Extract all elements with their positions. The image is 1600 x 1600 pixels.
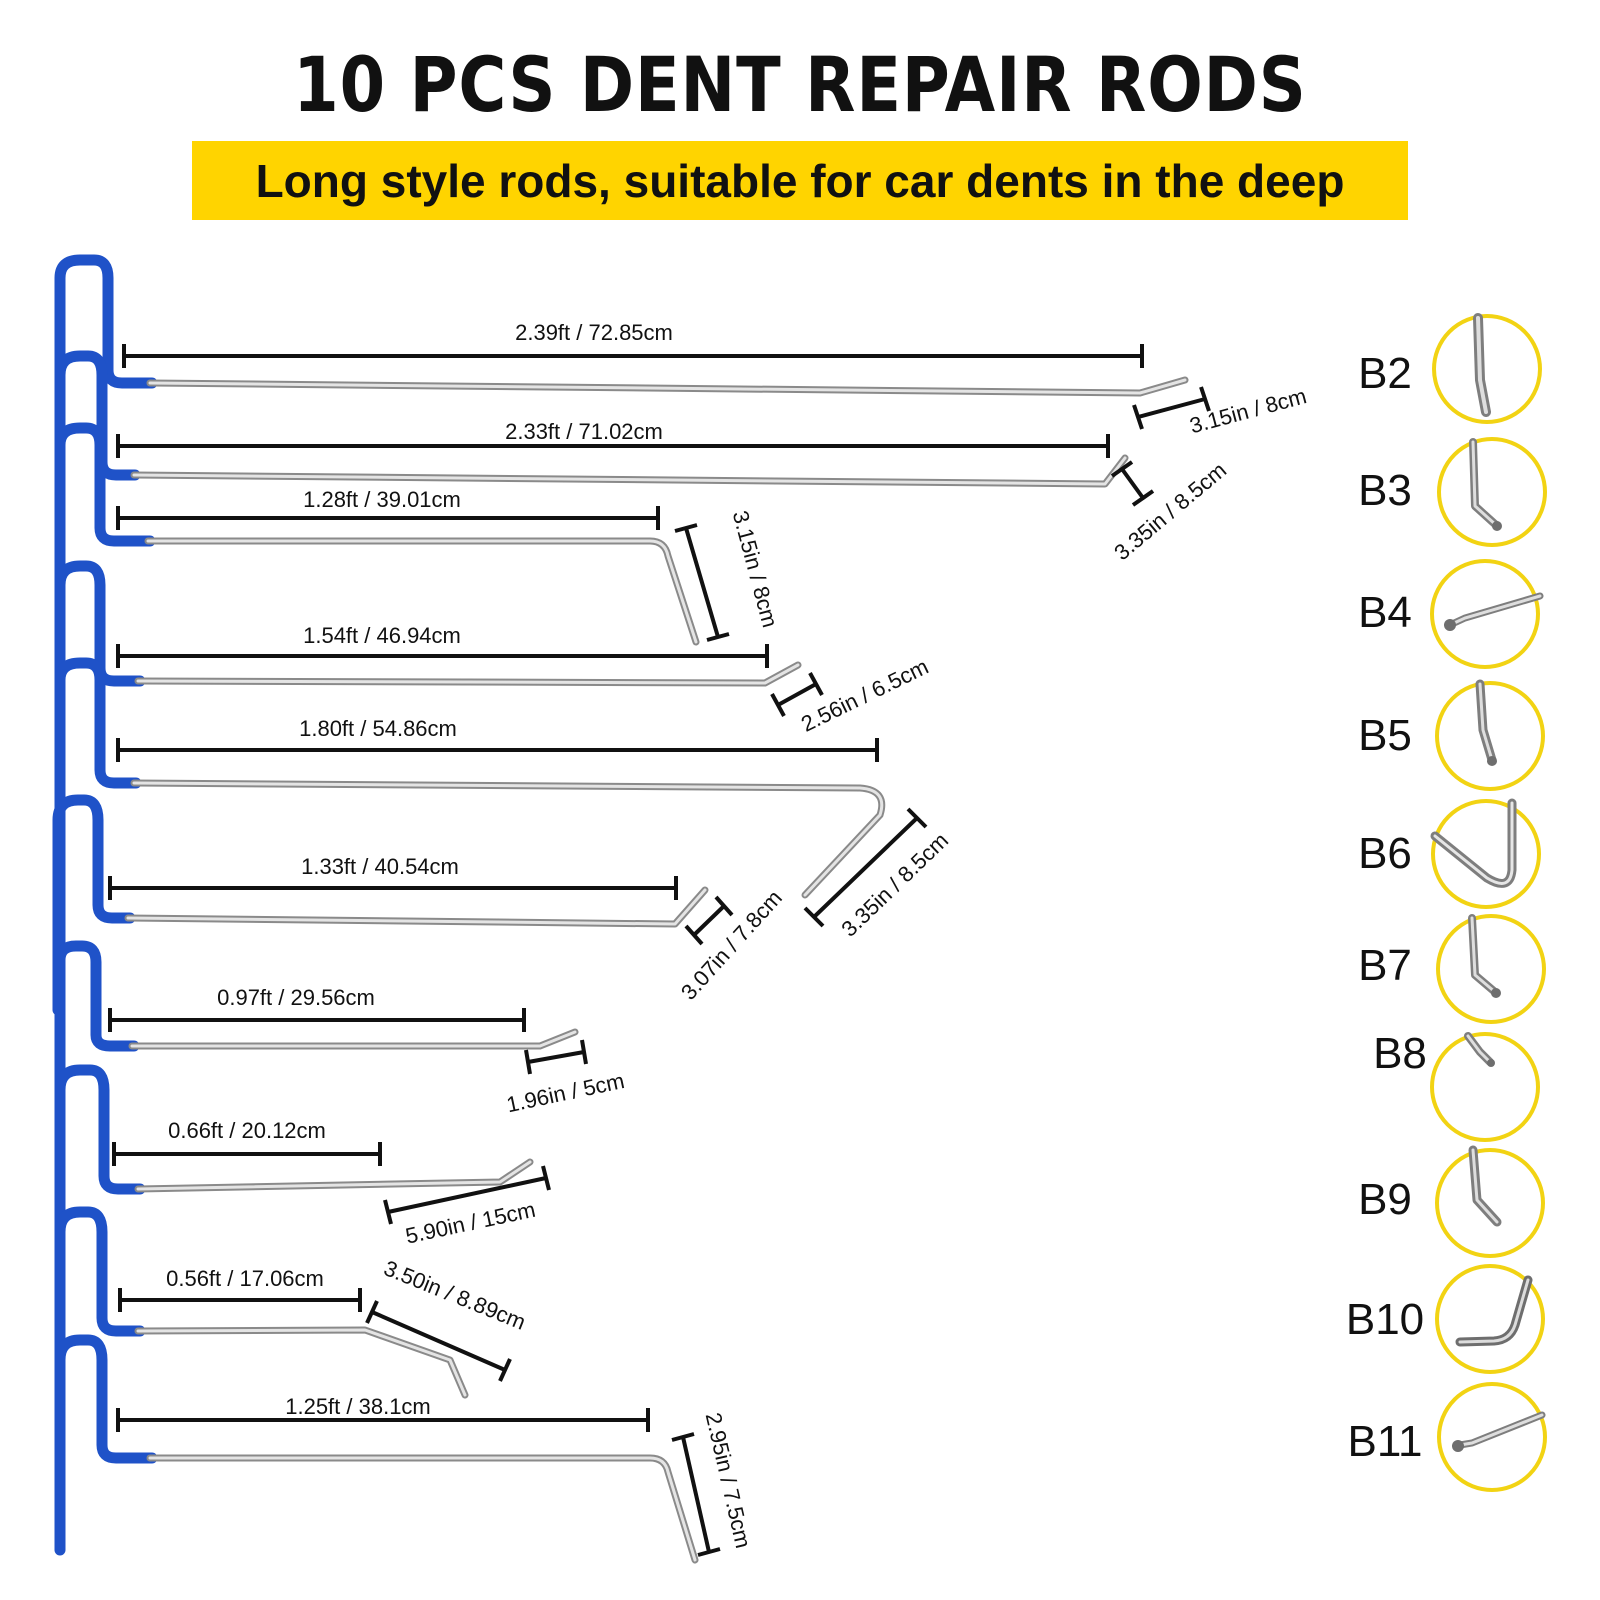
tip-detail-b11: [1437, 1382, 1547, 1492]
length-dimension: [118, 1288, 362, 1312]
tip-detail-b10: [1435, 1264, 1545, 1374]
rod-1: [146, 376, 1189, 397]
subtitle-banner: Long style rods, suitable for car dents …: [192, 141, 1408, 220]
rod-tip-label: 3.15in / 8cm: [1187, 383, 1309, 438]
tip-detail-b2: [1432, 313, 1542, 424]
length-labels: 2.39ft / 72.85cm 2.33ft / 71.02cm 1.28ft…: [166, 320, 673, 1419]
rod-5: [130, 779, 886, 899]
page-title: 10 PCS DENT REPAIR RODS: [293, 40, 1307, 129]
tip-dimension: [770, 672, 824, 717]
rod-length-label: 0.97ft / 29.56cm: [217, 985, 375, 1010]
tip-detail-b3: [1437, 437, 1547, 547]
length-dimension: [116, 738, 879, 762]
rod-length-label: 0.66ft / 20.12cm: [168, 1118, 326, 1143]
tip-dimension: [1110, 460, 1155, 507]
tip-code-label: B4: [1358, 588, 1412, 637]
rod-handle: [54, 350, 141, 1006]
rod-length-label: 1.54ft / 46.94cm: [303, 623, 461, 648]
rod-handle: [54, 1206, 146, 1426]
tip-detail-b8: [1430, 1032, 1540, 1142]
rod-length-label: 1.28ft / 39.01cm: [303, 487, 461, 512]
rod-4: [134, 661, 802, 687]
tip-detail-b4: [1430, 559, 1544, 669]
length-dimension: [116, 1408, 650, 1432]
tip-code-label: B2: [1358, 349, 1412, 398]
tip-code-labels: B2 B3 B4 B5 B6 B7 B8 B9 B10 B11: [1346, 349, 1427, 1466]
rod-length-label: 1.80ft / 54.86cm: [299, 716, 457, 741]
rod-3: [144, 537, 700, 646]
rods-group: [124, 376, 1189, 1564]
rod-tip-label: 3.15in / 8cm: [728, 508, 783, 630]
rod-handle: [54, 422, 156, 1006]
rod-length-label: 2.33ft / 71.02cm: [505, 419, 663, 444]
tip-dimension: [365, 1300, 512, 1382]
tip-code-label: B5: [1358, 711, 1412, 760]
rod-handle: [54, 254, 158, 1016]
tip-code-label: B8: [1373, 1029, 1427, 1078]
rod-6: [124, 886, 709, 928]
rod-length-label: 2.39ft / 72.85cm: [515, 320, 673, 345]
rod-2: [130, 454, 1129, 488]
tip-labels: 3.15in / 8cm 3.35in / 8.5cm 3.15in / 8cm…: [380, 383, 1309, 1550]
rod-8: [134, 1158, 534, 1193]
rod-tip-label: 1.96in / 5cm: [504, 1068, 626, 1117]
tip-detail-b6: [1430, 798, 1541, 909]
tip-code-label: B11: [1347, 1417, 1422, 1466]
tip-code-label: B9: [1358, 1175, 1412, 1224]
tip-dimension: [524, 1039, 588, 1075]
length-dimension: [112, 1142, 382, 1166]
tip-code-label: B6: [1358, 829, 1412, 878]
tip-detail-b9: [1435, 1145, 1545, 1258]
tip-dimension: [671, 1432, 721, 1557]
rod-length-label: 1.33ft / 40.54cm: [301, 854, 459, 879]
rod-handle: [54, 1064, 146, 1306]
tip-dimension: [383, 1165, 551, 1225]
length-dimension: [116, 434, 1110, 458]
rod-length-label: 1.25ft / 38.1cm: [285, 1394, 431, 1419]
length-dimension: [116, 506, 660, 530]
dimension-lines: [108, 344, 1211, 1557]
tip-dimension: [684, 895, 734, 946]
tip-detail-circles: [1430, 313, 1547, 1492]
rod-tip-label: 2.95in / 7.5cm: [701, 1410, 756, 1550]
rod-tip-label: 3.50in / 8.89cm: [380, 1255, 529, 1335]
tip-code-label: B3: [1358, 466, 1412, 515]
tip-code-label: B10: [1346, 1295, 1424, 1344]
tip-dimension: [803, 807, 928, 928]
rod-9: [134, 1326, 469, 1399]
rod-handle: [54, 1334, 158, 1556]
length-dimension: [108, 1008, 526, 1032]
length-dimension: [108, 876, 678, 900]
tip-dimension: [1132, 386, 1211, 430]
rod-handle: [54, 940, 140, 1136]
rod-7: [128, 1028, 579, 1050]
rod-tip-label: 2.56in / 6.5cm: [797, 654, 932, 737]
subtitle-text: Long style rods, suitable for car dents …: [255, 154, 1345, 207]
length-dimension: [122, 344, 1144, 368]
tip-code-label: B7: [1358, 941, 1412, 990]
rod-length-label: 0.56ft / 17.06cm: [166, 1266, 324, 1291]
length-dimension: [116, 644, 769, 668]
tip-detail-b5: [1435, 679, 1545, 791]
handles-group: [52, 254, 158, 1556]
tip-detail-b7: [1436, 914, 1546, 1024]
tip-dimension: [674, 523, 730, 642]
rod-10: [146, 1454, 699, 1564]
rod-handle: [54, 657, 142, 1016]
rod-handle: [52, 794, 136, 1016]
